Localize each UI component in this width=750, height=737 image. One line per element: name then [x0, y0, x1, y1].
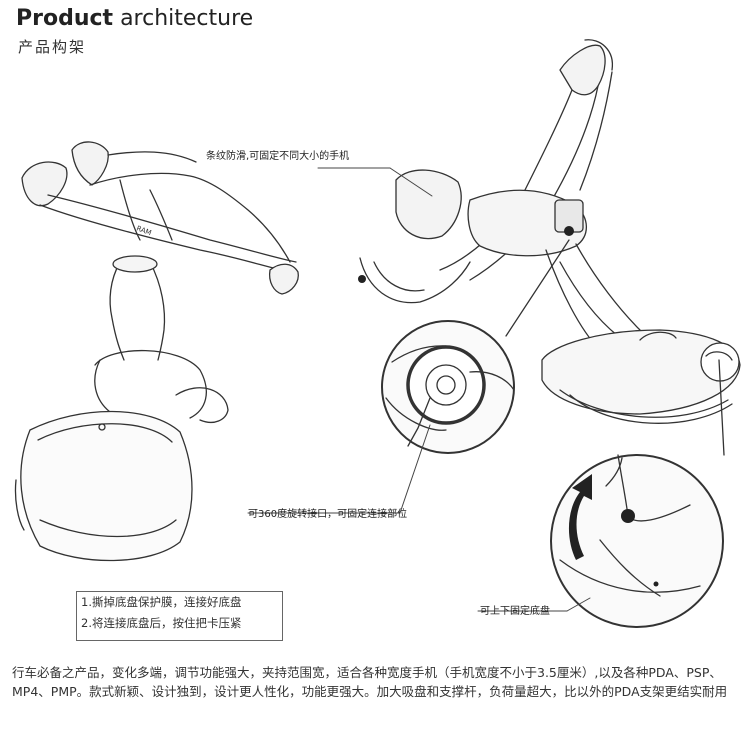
right-phone-holder-drawing: [358, 39, 741, 424]
callout-fixed-base: 可上下固定底盘: [480, 606, 550, 617]
section-subtitle: 产品构架: [18, 38, 87, 56]
title-bold-word: Product: [16, 6, 114, 31]
rotate-joint-detail: [381, 239, 570, 454]
product-description: 行车必备之产品，变化多端，调节功能强大，夹持范围宽，适合各种宽度手机（手机宽度不…: [12, 665, 728, 699]
title-light-word: architecture: [120, 6, 254, 31]
callout-leaders: [247, 167, 591, 612]
suction-base-drawing: [14, 410, 193, 562]
callout-anti-slip: 条纹防滑,可固定不同大小的手机: [206, 151, 350, 162]
installation-steps-box: 1.撕掉底盘保护膜，连接好底盘 2.将连接底盘后，按住把卡压紧: [76, 591, 283, 641]
section-title: Product architecture: [16, 6, 253, 32]
base-latch-detail: [550, 359, 725, 628]
left-phone-holder-drawing: RAM: [21, 141, 299, 424]
callout-rotate-joint: 可360度旋转接口，可固定连接部位: [248, 509, 408, 520]
installation-step-2: 2.将连接底盘后，按住把卡压紧: [81, 616, 242, 630]
installation-step-1: 1.撕掉底盘保护膜，连接好底盘: [81, 595, 242, 609]
